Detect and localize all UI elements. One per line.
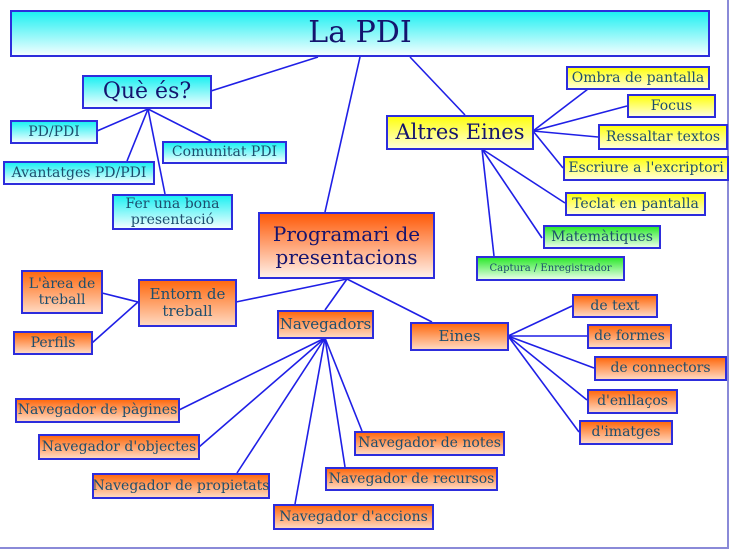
nav-pagines-node[interactable]: Navegador de pàgines: [15, 398, 180, 423]
link-nav-pagines: [178, 337, 326, 411]
area-treball-node[interactable]: L'àrea de treball: [21, 270, 103, 314]
programari-node[interactable]: Programari de presentacions: [258, 212, 435, 279]
eines-node[interactable]: Eines: [410, 322, 509, 351]
que-es-label: Què és?: [102, 79, 192, 105]
link-programari-eines: [346, 278, 433, 323]
link-queEs-avantatges: [126, 108, 149, 162]
nav-objectes-node[interactable]: Navegador d'objectes: [38, 434, 200, 460]
escriure-node[interactable]: Escriure a l'excriptori: [563, 156, 729, 181]
nav-notes-node[interactable]: Navegador de notes: [354, 431, 505, 456]
link-eines-text: [507, 305, 573, 337]
altres-eines-node[interactable]: Altres Eines: [386, 115, 534, 150]
link-nav-objectes: [198, 337, 326, 448]
link-altres-teclat: [481, 148, 566, 204]
link-title-programari: [324, 56, 361, 213]
teclat-node[interactable]: Teclat en pantalla: [565, 192, 706, 216]
nav-propietats-node[interactable]: Navegador de propietats: [92, 473, 270, 499]
link-queEs-pdpdi: [96, 108, 149, 132]
link-programari-entorn: [235, 278, 348, 303]
title-label: La PDI: [308, 15, 412, 51]
link-altres-ombra: [532, 88, 589, 132]
link-altres-focus: [532, 105, 628, 132]
title-node[interactable]: La PDI: [10, 10, 710, 57]
captura-node[interactable]: Captura / Enregistrador: [476, 256, 625, 281]
nav-recursos-node[interactable]: Navegador de recursos: [325, 467, 498, 491]
navegadors-node[interactable]: Navegadors: [277, 310, 374, 339]
link-entorn-area: [101, 292, 139, 303]
perfils-node[interactable]: Perfils: [13, 331, 93, 355]
link-title-altres: [409, 56, 466, 116]
link-eines-imatges: [507, 335, 580, 433]
de-formes-node[interactable]: de formes: [587, 324, 672, 349]
altres-eines-label: Altres Eines: [395, 120, 525, 145]
focus-node[interactable]: Focus: [627, 94, 716, 118]
link-programari-navegadors: [324, 278, 348, 311]
link-altres-captura: [481, 148, 495, 257]
entorn-node[interactable]: Entorn de treball: [138, 279, 237, 327]
link-nav-recursos: [324, 337, 346, 468]
fer-bona-presentacio-node[interactable]: Fer una bona presentació: [112, 194, 233, 230]
comunitat-pdi-node[interactable]: Comunitat PDI: [162, 141, 287, 164]
programari-label: Programari de presentacions: [272, 221, 421, 269]
pd-pdi-node[interactable]: PD/PDI: [10, 120, 98, 144]
link-eines-enllacos: [507, 335, 588, 401]
link-entorn-perfils: [91, 301, 139, 344]
avantatges-node[interactable]: Avantatges PD/PDI: [3, 161, 155, 185]
link-altres-ressaltar: [532, 130, 599, 138]
que-es-node[interactable]: Què és?: [82, 75, 212, 109]
ressaltar-node[interactable]: Ressaltar textos: [598, 124, 728, 150]
de-connectors-node[interactable]: de connectors: [594, 356, 727, 381]
d-imatges-node[interactable]: d'imatges: [579, 420, 673, 445]
link-nav-propietats: [236, 337, 326, 474]
link-queEs-comunitat: [147, 108, 212, 142]
de-text-node[interactable]: de text: [572, 294, 658, 318]
link-eines-connectors: [507, 335, 595, 369]
link-title-queEs: [210, 56, 319, 92]
link-altres-escriure: [532, 130, 564, 169]
link-nav-accions: [294, 337, 326, 505]
link-altres-mates: [481, 148, 543, 239]
nav-accions-node[interactable]: Navegador d'accions: [273, 504, 434, 530]
d-enllacos-node[interactable]: d'enllaços: [587, 389, 678, 414]
matematiques-node[interactable]: Matemàtiques: [543, 225, 661, 249]
link-queEs-fer: [147, 108, 166, 195]
link-nav-notes: [324, 337, 363, 432]
ombra-node[interactable]: Ombra de pantalla: [566, 66, 710, 90]
